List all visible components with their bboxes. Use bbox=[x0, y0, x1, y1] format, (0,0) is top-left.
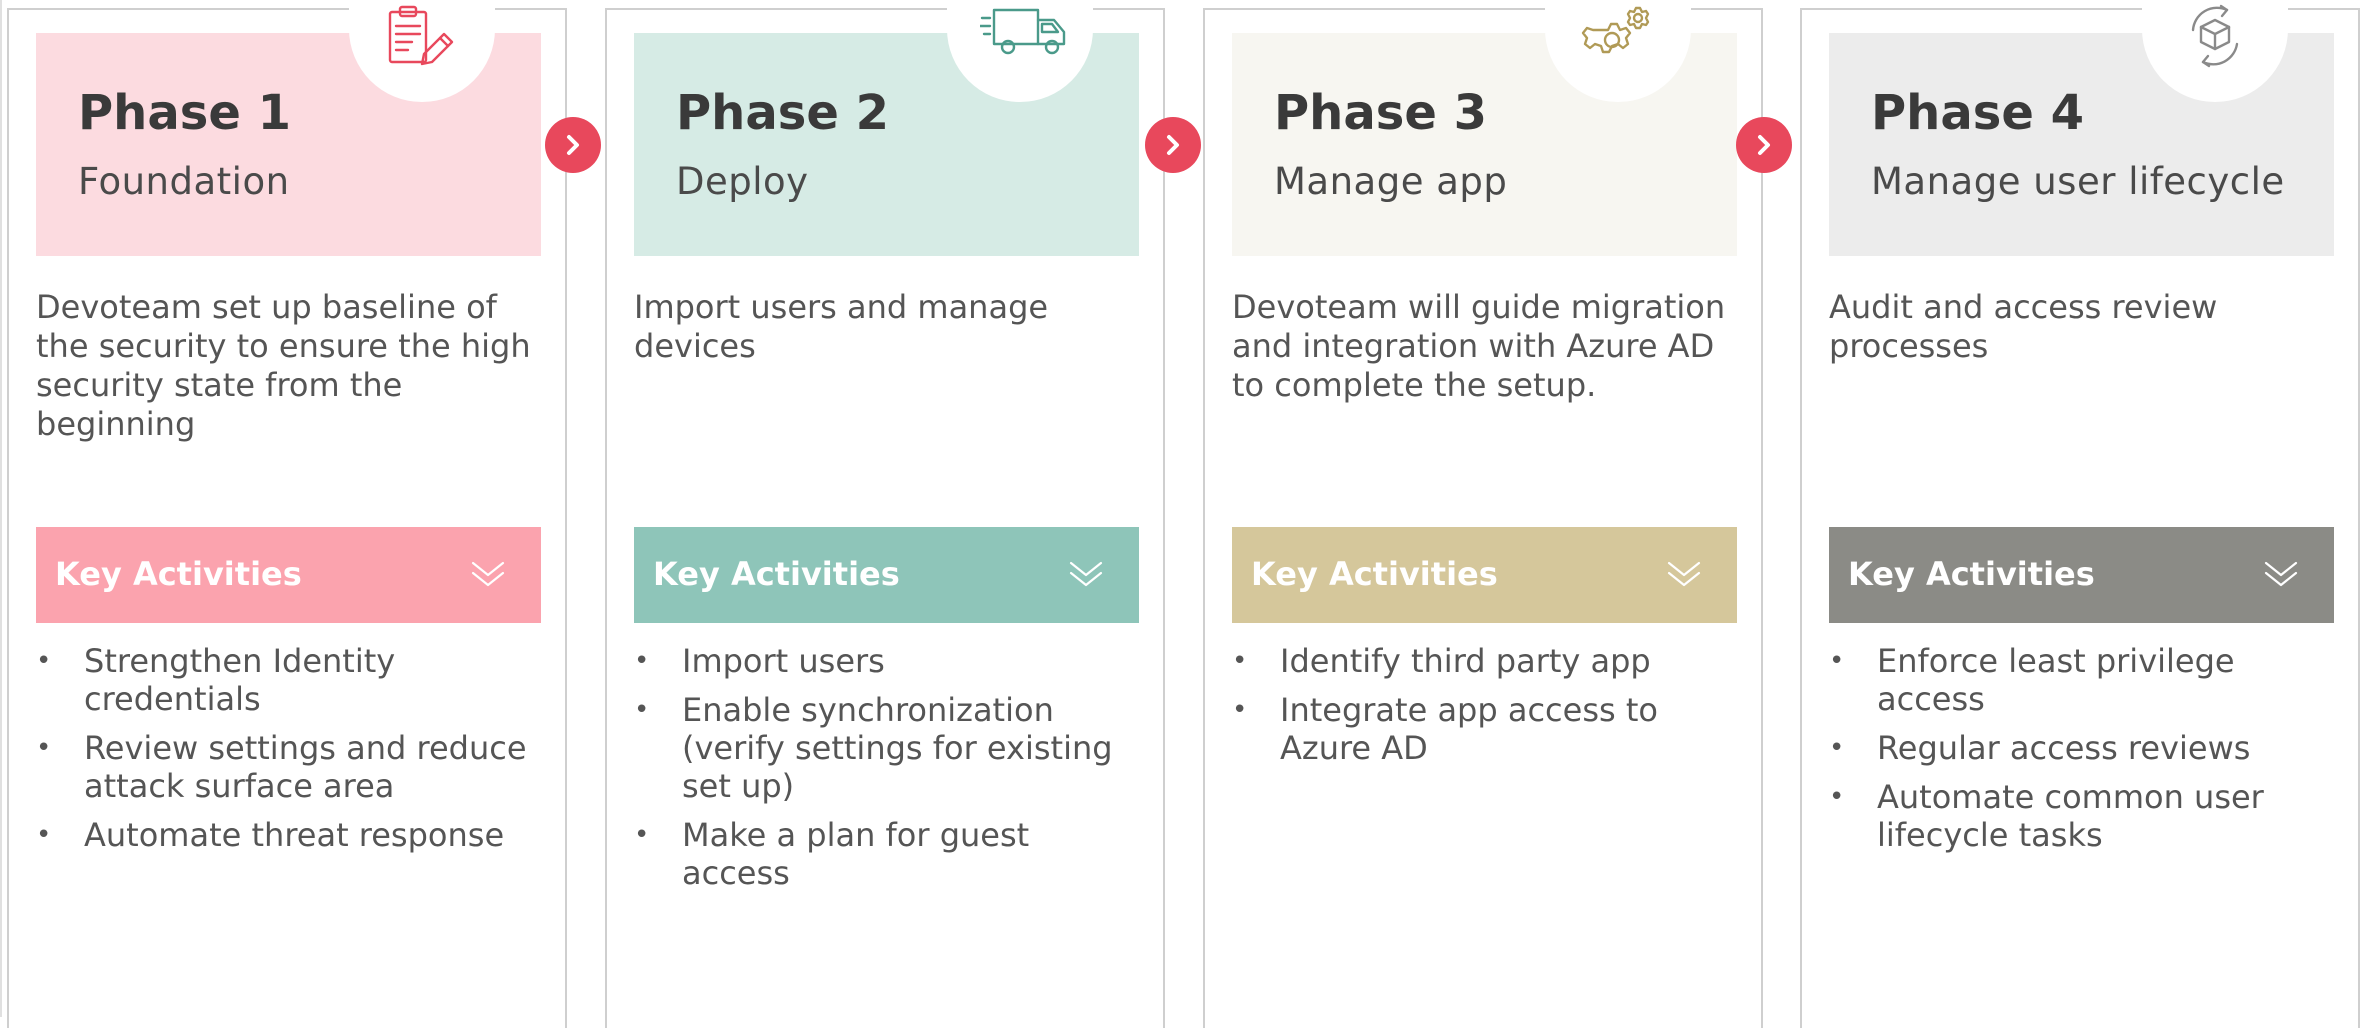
list-item: Integrate app access to Azure AD bbox=[1232, 691, 1742, 767]
key-activities-label: Key Activities bbox=[55, 555, 302, 593]
key-activities-label: Key Activities bbox=[1848, 555, 2095, 593]
phase-description: Audit and access review processes bbox=[1829, 288, 2218, 365]
phase-description: Import users and manage devices bbox=[634, 288, 1049, 365]
next-phase-arrow[interactable] bbox=[545, 117, 601, 173]
box-cycle-icon bbox=[2191, 4, 2239, 68]
list-item: Make a plan for guest access bbox=[634, 816, 1144, 892]
clipboard-pen-icon bbox=[388, 5, 454, 66]
key-activities-list: Import users Enable synchronization (ver… bbox=[634, 642, 1144, 903]
key-activities-bar[interactable]: Key Activities bbox=[1232, 527, 1737, 623]
list-item: Automate common user lifecycle tasks bbox=[1829, 778, 2339, 854]
key-activities-list: Strengthen Identity credentials Review s… bbox=[36, 642, 546, 865]
delivery-truck-icon bbox=[980, 8, 1066, 55]
double-chevron-down-icon bbox=[1667, 561, 1701, 587]
double-chevron-down-icon bbox=[471, 561, 505, 587]
double-chevron-down-icon bbox=[2264, 561, 2298, 587]
list-item: Review settings and reduce attack surfac… bbox=[36, 729, 546, 805]
double-chevron-down-icon bbox=[1069, 561, 1103, 587]
next-phase-arrow[interactable] bbox=[1145, 117, 1201, 173]
list-item: Enforce least privilege access bbox=[1829, 642, 2339, 718]
key-activities-label: Key Activities bbox=[653, 555, 900, 593]
phase-title: Phase 2 bbox=[676, 85, 889, 141]
phase-card-3: Phase 3 Manage app Devoteam will guide m… bbox=[1203, 0, 1763, 1028]
left-edge-line bbox=[0, 0, 2, 1017]
phase-card-4: Phase 4 Manage user lifecycle Audit and … bbox=[1800, 0, 2360, 1028]
list-item: Identify third party app bbox=[1232, 642, 1742, 680]
key-activities-list: Enforce least privilege access Regular a… bbox=[1829, 642, 2339, 865]
chevron-right-icon bbox=[1758, 135, 1770, 155]
phase-card-1: Phase 1 Foundation Devoteam set up basel… bbox=[7, 0, 567, 1028]
key-activities-bar[interactable]: Key Activities bbox=[36, 527, 541, 623]
phase-subtitle: Foundation bbox=[78, 160, 290, 203]
key-activities-label: Key Activities bbox=[1251, 555, 1498, 593]
list-item: Strengthen Identity credentials bbox=[36, 642, 546, 718]
phase-description: Devoteam set up baseline of the security… bbox=[36, 288, 531, 443]
chevron-right-icon bbox=[1167, 135, 1179, 155]
list-item: Regular access reviews bbox=[1829, 729, 2339, 767]
phase-subtitle: Manage user lifecycle bbox=[1871, 160, 2285, 203]
key-activities-bar[interactable]: Key Activities bbox=[1829, 527, 2334, 623]
phase-subtitle: Deploy bbox=[676, 160, 809, 203]
phase-card-2: Phase 2 Deploy Import users and manage d… bbox=[605, 0, 1165, 1028]
key-activities-bar[interactable]: Key Activities bbox=[634, 527, 1139, 623]
phase-subtitle: Manage app bbox=[1274, 160, 1508, 203]
list-item: Enable synchronization (verify settings … bbox=[634, 691, 1144, 805]
phase-title: Phase 1 bbox=[78, 85, 291, 141]
list-item: Import users bbox=[634, 642, 1144, 680]
phase-title: Phase 4 bbox=[1871, 85, 2084, 141]
chevron-right-icon bbox=[567, 135, 579, 155]
gears-icon bbox=[1581, 6, 1650, 54]
key-activities-list: Identify third party app Integrate app a… bbox=[1232, 642, 1742, 778]
next-phase-arrow[interactable] bbox=[1736, 117, 1792, 173]
list-item: Automate threat response bbox=[36, 816, 546, 854]
phase-description: Devoteam will guide migration and integr… bbox=[1232, 288, 1726, 404]
phase-title: Phase 3 bbox=[1274, 85, 1487, 141]
